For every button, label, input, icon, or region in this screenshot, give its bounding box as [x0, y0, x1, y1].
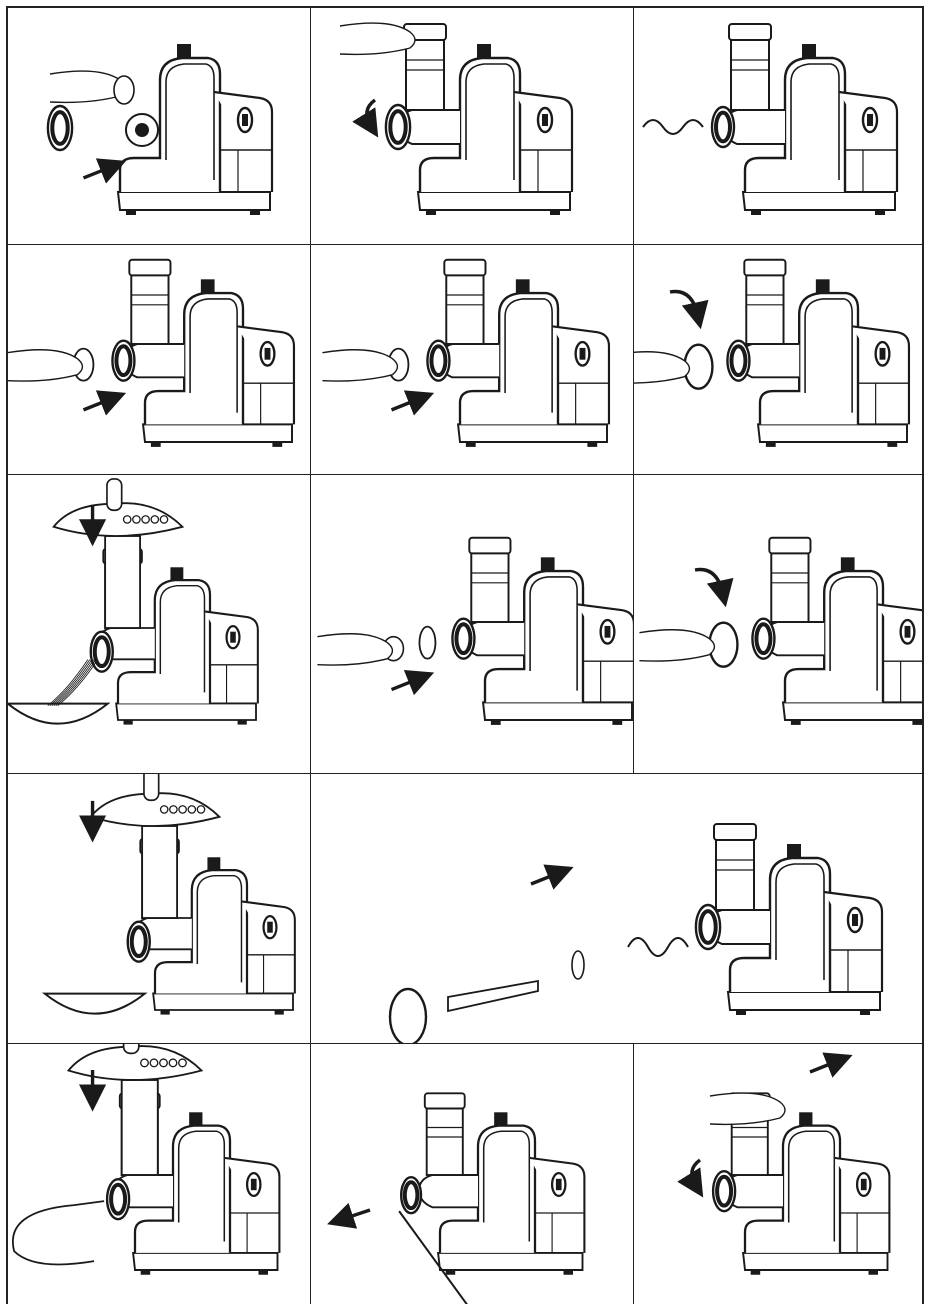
meat-grinder-drawing [311, 245, 633, 474]
attachment-parts [639, 619, 774, 667]
grinder-body [69, 1044, 280, 1275]
grinder-body [118, 44, 272, 215]
meat-grinder-drawing [634, 1044, 922, 1304]
attachment-parts [340, 23, 415, 149]
attachment-parts [8, 341, 134, 381]
attachment-parts [48, 71, 134, 150]
grinder-body [723, 24, 897, 215]
attachment-parts [643, 107, 734, 147]
direction-arrow-icon [810, 1060, 840, 1072]
meat-grinder-drawing [8, 245, 310, 474]
direction-arrow-icon [84, 166, 114, 178]
direction-arrow-icon [531, 872, 561, 884]
step-illustration-p2 [311, 8, 633, 244]
step-illustration-p8 [311, 475, 633, 773]
meat-grinder-drawing [8, 1044, 310, 1304]
meat-grinder-drawing [311, 475, 633, 773]
grinder-body [738, 260, 909, 447]
attachment-parts [390, 905, 720, 1043]
attachment-parts [322, 341, 449, 381]
step-illustration-p14 [634, 1044, 922, 1304]
meat-grinder-drawing [311, 774, 922, 1043]
step-illustration-p7 [8, 475, 310, 773]
step-illustration-p6 [634, 245, 922, 474]
direction-arrow-icon [84, 398, 114, 410]
meat-grinder-drawing [8, 8, 310, 244]
direction-arrow-icon [392, 678, 422, 690]
step-illustration-p12 [8, 1044, 310, 1304]
step-illustration-p13 [311, 1044, 633, 1304]
grinder-body [419, 1093, 584, 1274]
meat-grinder-drawing [311, 1044, 633, 1304]
grinder-body [398, 24, 572, 215]
attachment-parts [634, 341, 749, 389]
grinder-body [438, 260, 609, 447]
step-illustration-p9 [634, 475, 922, 773]
direction-arrow-icon [692, 1160, 700, 1186]
attachment-parts [45, 922, 150, 1014]
direction-arrow-icon [367, 100, 375, 126]
meat-grinder-drawing [634, 475, 922, 773]
direction-arrow-icon [695, 570, 723, 595]
grinder-body [708, 824, 882, 1015]
frame-right [922, 6, 924, 1304]
step-illustration-p11 [311, 774, 922, 1043]
grinder-body [763, 538, 922, 725]
meat-grinder-drawing [8, 475, 310, 773]
direction-arrow-icon [670, 292, 698, 317]
grinder-body [463, 538, 633, 725]
meat-grinder-drawing [8, 774, 310, 1043]
attachment-parts [317, 619, 474, 665]
meat-grinder-drawing [634, 8, 922, 244]
step-illustration-p4 [8, 245, 310, 474]
step-illustration-p5 [311, 245, 633, 474]
grinder-body [91, 774, 295, 1015]
attachment-parts [13, 1179, 129, 1264]
grinder-body [123, 260, 294, 447]
meat-grinder-drawing [634, 245, 922, 474]
attachment-parts [8, 632, 113, 724]
step-illustration-p1 [8, 8, 310, 244]
direction-arrow-icon [340, 1210, 370, 1220]
grinder-body [54, 479, 258, 725]
step-illustration-p10 [8, 774, 310, 1043]
meat-grinder-drawing [311, 8, 633, 244]
direction-arrow-icon [392, 398, 422, 410]
step-illustration-p3 [634, 8, 922, 244]
